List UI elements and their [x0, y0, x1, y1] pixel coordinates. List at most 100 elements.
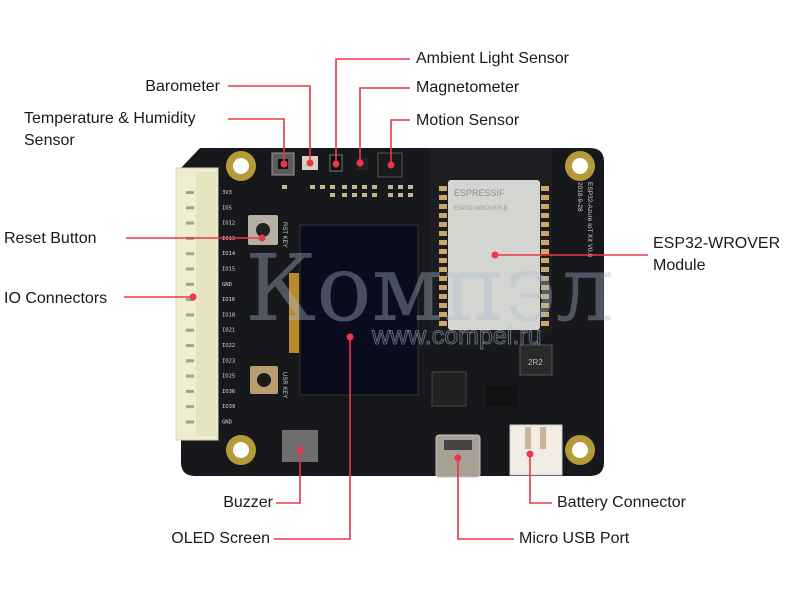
module-pad: [541, 294, 549, 299]
callout-dot-oled: [346, 333, 354, 341]
module-pad: [439, 240, 447, 245]
io-pin: [186, 328, 194, 332]
callout-line-usb: [457, 458, 514, 540]
io-pin-label: GND: [222, 420, 232, 426]
label-ambient-light: Ambient Light Sensor: [416, 50, 569, 67]
smd-pad: [342, 193, 347, 197]
svg-text:2018-9-28: 2018-9-28: [576, 182, 583, 212]
smd-pad: [398, 193, 403, 197]
module-pad: [541, 186, 549, 191]
smd-pad: [352, 185, 357, 189]
callout-line-barometer: [228, 85, 311, 163]
svg-text:USR KEY: USR KEY: [281, 372, 287, 398]
watermark-url: www.compel.ru: [371, 322, 542, 350]
callout-line-ambient-light: [335, 58, 410, 164]
svg-text:ESPRESSIF: ESPRESSIF: [454, 188, 505, 198]
io-pin-label: IO14: [222, 251, 236, 257]
label-oled-screen: OLED Screen: [171, 530, 270, 547]
smd-pad: [372, 193, 377, 197]
svg-text:ESP32-WROVER-B: ESP32-WROVER-B: [454, 206, 508, 212]
module-pad: [439, 186, 447, 191]
module-pad: [439, 321, 447, 326]
callout-line-motion: [390, 119, 410, 165]
io-pin: [186, 206, 194, 210]
io-pin: [186, 282, 194, 286]
module-pad: [439, 276, 447, 281]
smd-pad: [388, 185, 393, 189]
callout-line-temp-humidity: [228, 118, 285, 164]
module-pad: [541, 267, 549, 272]
module-pad: [541, 321, 549, 326]
smd-pad: [282, 185, 287, 189]
module-pad: [541, 204, 549, 209]
label-buzzer: Buzzer: [223, 494, 273, 511]
module-pad: [541, 312, 549, 317]
io-pin: [186, 221, 194, 225]
module-pad: [439, 204, 447, 209]
io-pin: [186, 191, 194, 194]
module-pad: [541, 249, 549, 254]
smd-pad: [362, 193, 367, 197]
io-pin: [186, 374, 194, 378]
smd-pad: [372, 185, 377, 189]
smd-pad: [388, 193, 393, 197]
smd-pad: [362, 185, 367, 189]
smd-pad: [320, 185, 325, 189]
label-barometer: Barometer: [145, 78, 220, 95]
smd-pad: [408, 193, 413, 197]
label-motion-sensor: Motion Sensor: [416, 112, 520, 129]
module-pad: [439, 294, 447, 299]
label-micro-usb-port: Micro USB Port: [519, 530, 630, 547]
smd-pad: [330, 193, 335, 197]
svg-text:2R2: 2R2: [528, 358, 543, 367]
smd-pad: [398, 185, 403, 189]
module-pad: [541, 285, 549, 290]
qfn-chip: [431, 371, 467, 407]
io-pin-label: IO15: [222, 267, 235, 273]
io-pin: [186, 313, 194, 317]
module-pad: [439, 267, 447, 272]
module-pad: [541, 276, 549, 281]
callout-dot-motion: [387, 161, 395, 169]
ic-chip: [487, 385, 517, 407]
inductor: [519, 344, 553, 376]
callout-dot-buzzer: [296, 446, 304, 454]
callout-dot-ambient-light: [332, 160, 340, 168]
module-pad: [541, 222, 549, 227]
io-pin: [186, 267, 194, 271]
module-pad: [541, 303, 549, 308]
module-pad: [541, 258, 549, 263]
module-pad: [439, 213, 447, 218]
module-pad: [439, 222, 447, 227]
io-pin: [186, 252, 194, 256]
esp32-module: ESPRESSIF ESP32-WROVER-B: [430, 148, 552, 333]
label-battery-connector: Battery Connector: [557, 494, 686, 511]
callout-dot-reset-button: [258, 234, 266, 242]
module-pad: [541, 213, 549, 218]
callout-dot-battery: [526, 450, 534, 458]
smd-pad: [352, 193, 357, 197]
module-pad: [541, 240, 549, 245]
smd-pad: [330, 185, 335, 189]
label-esp32: ESP32-WROVER Module: [653, 235, 781, 274]
io-pin-label: IO25: [222, 374, 235, 380]
io-pin-label: GND: [222, 282, 232, 288]
callout-dot-usb: [454, 454, 462, 462]
label-magnetometer: Magnetometer: [416, 79, 520, 96]
io-pin-label: 3V3: [222, 190, 232, 196]
io-pin: [186, 389, 194, 393]
module-pad: [541, 231, 549, 236]
watermark: Компэл: [245, 235, 614, 342]
label-io-connectors: IO Connectors: [4, 290, 108, 307]
battery-connector-body: [509, 424, 563, 476]
module-pad: [439, 303, 447, 308]
io-pin: [186, 420, 194, 424]
module-pad: [439, 285, 447, 290]
smd-pad: [408, 185, 413, 189]
io-pin-label: IO22: [222, 343, 235, 349]
io-header: [175, 167, 219, 441]
io-pin-label: IO18: [222, 312, 235, 318]
smd-pad: [342, 185, 347, 189]
